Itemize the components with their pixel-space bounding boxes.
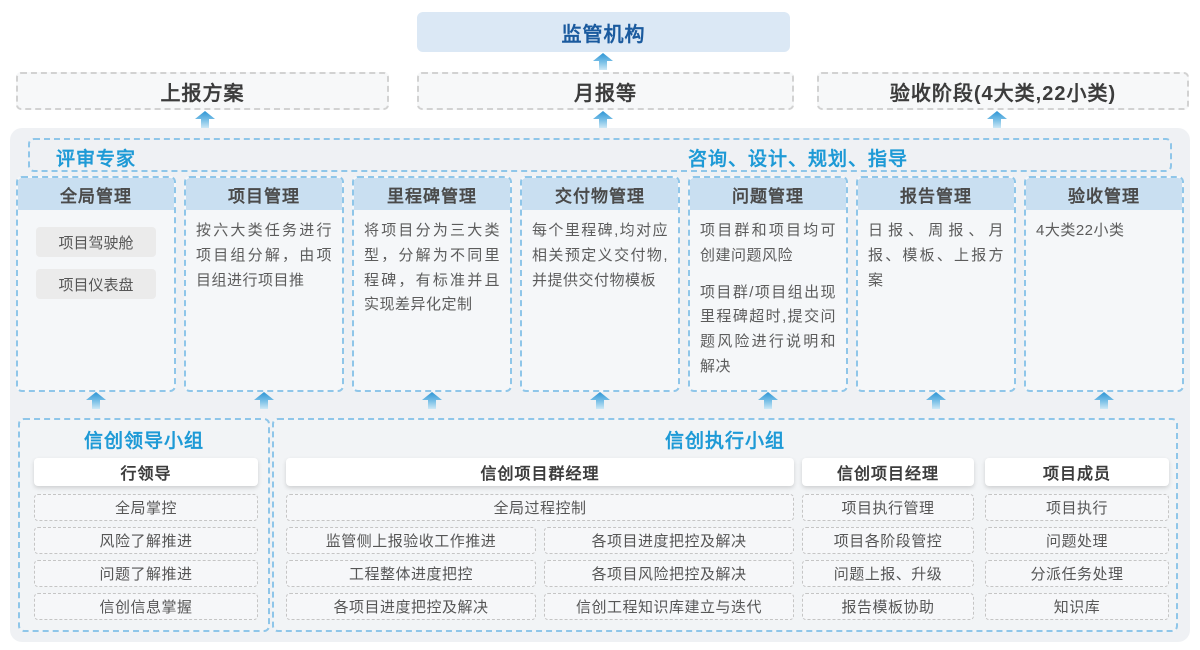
reviewer-experts-label: 评审专家 <box>56 149 137 170</box>
column-acceptance-management-text: 4大类22小类 <box>1036 222 1125 239</box>
flow-box-report-plan: 上报方案 <box>16 72 389 110</box>
consulting-label: 咨询、设计、规划、指导 <box>688 149 909 170</box>
up-arrow-col-7 <box>1094 392 1114 409</box>
up-arrow-to-regulator <box>593 53 613 70</box>
column-issue-management: 问题管理 项目群和项目均可创建问题风险 项目群/项目组出现里程碑超时,提交问题风… <box>688 176 848 392</box>
task-item: 监管侧上报验收工作推进 <box>286 527 536 554</box>
up-arrow-col-6 <box>926 392 946 409</box>
task-item: 各项目风险把控及解决 <box>544 560 794 587</box>
column-report-management: 报告管理 日报、周报、月报、模板、上报方案 <box>856 176 1016 392</box>
flow-box-monthly-report-label: 月报等 <box>574 82 637 105</box>
leader-group-title: 信创领导小组 <box>83 431 204 452</box>
task-item: 项目各阶段管控 <box>802 527 974 554</box>
column-project-management-text: 按六大类任务进行项目组分解，由项目组进行项目推 <box>196 222 332 289</box>
pill-project-dashboard: 项目仪表盘 <box>36 269 156 299</box>
column-project-management-body: 按六大类任务进行项目组分解，由项目组进行项目推 <box>186 210 342 314</box>
column-acceptance-management: 验收管理 4大类22小类 <box>1024 176 1184 392</box>
column-global-management: 全局管理 项目驾驶舱 项目仪表盘 <box>16 176 176 392</box>
column-project-management-title: 项目管理 <box>186 178 342 210</box>
column-report-management-title: 报告管理 <box>858 178 1014 210</box>
column-deliverable-management-title: 交付物管理 <box>522 178 678 210</box>
advisor-strip: 评审专家 咨询、设计、规划、指导 <box>28 138 1172 172</box>
execution-group-box: 信创执行小组 信创项目群经理 全局过程控制 监管侧上报验收工作推进 工程整体进度… <box>272 418 1178 632</box>
column-milestone-management-title: 里程碑管理 <box>354 178 510 210</box>
column-global-management-title: 全局管理 <box>18 178 174 210</box>
task-item: 各项目进度把控及解决 <box>286 593 536 620</box>
task-item: 各项目进度把控及解决 <box>544 527 794 554</box>
up-arrow-col-3 <box>422 392 442 409</box>
column-milestone-management: 里程碑管理 将项目分为三大类型，分解为不同里程碑，有标准并且实现差异化定制 <box>352 176 512 392</box>
column-report-management-text: 日报、周报、月报、模板、上报方案 <box>868 222 1004 289</box>
up-arrow-col-2 <box>254 392 274 409</box>
column-project-management: 项目管理 按六大类任务进行项目组分解，由项目组进行项目推 <box>184 176 344 392</box>
flow-box-monthly-report: 月报等 <box>417 72 794 110</box>
column-issue-management-text-2: 项目群/项目组出现里程碑超时,提交问题风险进行说明和解决 <box>700 283 836 375</box>
column-issue-management-body: 项目群和项目均可创建问题风险 项目群/项目组出现里程碑超时,提交问题风险进行说明… <box>690 210 846 390</box>
task-item: 问题处理 <box>985 527 1169 554</box>
role-pill-member: 项目成员 <box>985 458 1169 486</box>
up-arrow-to-report-plan <box>195 111 215 128</box>
task-item: 信创信息掌握 <box>34 593 258 620</box>
task-item: 项目执行管理 <box>802 494 974 521</box>
flow-box-acceptance-stage-label: 验收阶段(4大类,22小类) <box>889 82 1117 105</box>
flow-box-acceptance-stage: 验收阶段(4大类,22小类) <box>817 72 1189 110</box>
task-item: 信创工程知识库建立与迭代 <box>544 593 794 620</box>
up-arrow-to-monthly-report <box>593 111 613 128</box>
column-milestone-management-text: 将项目分为三大类型，分解为不同里程碑，有标准并且实现差异化定制 <box>364 222 500 314</box>
column-deliverable-management-body: 每个里程碑,均对应相关预定义交付物,并提供交付物模板 <box>522 210 678 314</box>
management-columns: 全局管理 项目驾驶舱 项目仪表盘 项目管理 按六大类任务进行项目组分解，由项目组… <box>16 176 1184 392</box>
column-report-management-body: 日报、周报、月报、模板、上报方案 <box>858 210 1014 314</box>
pill-project-cockpit: 项目驾驶舱 <box>36 227 156 257</box>
task-item: 风险了解推进 <box>34 527 258 554</box>
task-item: 全局过程控制 <box>286 494 794 521</box>
task-item: 问题上报、升级 <box>802 560 974 587</box>
role-pill-program-manager: 信创项目群经理 <box>286 458 794 486</box>
task-item: 知识库 <box>985 593 1169 620</box>
regulator-label: 监管机构 <box>561 23 646 46</box>
column-issue-management-title: 问题管理 <box>690 178 846 210</box>
column-issue-management-text-1: 项目群和项目均可创建问题风险 <box>700 222 836 264</box>
column-acceptance-management-title: 验收管理 <box>1026 178 1182 210</box>
leader-group-box: 信创领导小组 行领导 全局掌控 风险了解推进 问题了解推进 信创信息掌握 <box>18 418 270 632</box>
role-pill-bank-leader: 行领导 <box>34 458 258 486</box>
task-item: 工程整体进度把控 <box>286 560 536 587</box>
column-global-management-body: 项目驾驶舱 项目仪表盘 <box>18 210 174 320</box>
platform-container: 评审专家 咨询、设计、规划、指导 全局管理 项目驾驶舱 项目仪表盘 项目管理 按… <box>10 128 1190 642</box>
task-item: 分派任务处理 <box>985 560 1169 587</box>
up-arrow-to-acceptance-stage <box>987 111 1007 128</box>
task-item: 项目执行 <box>985 494 1169 521</box>
execution-group-title: 信创执行小组 <box>664 431 785 452</box>
up-arrow-col-1 <box>86 392 106 409</box>
column-milestone-management-body: 将项目分为三大类型，分解为不同里程碑，有标准并且实现差异化定制 <box>354 210 510 339</box>
regulator-box: 监管机构 <box>417 12 790 52</box>
task-item: 问题了解推进 <box>34 560 258 587</box>
column-acceptance-management-body: 4大类22小类 <box>1026 210 1182 265</box>
up-arrow-col-4 <box>590 392 610 409</box>
column-deliverable-management-text: 每个里程碑,均对应相关预定义交付物,并提供交付物模板 <box>532 222 668 289</box>
flow-box-report-plan-label: 上报方案 <box>160 82 245 105</box>
task-item: 全局掌控 <box>34 494 258 521</box>
column-deliverable-management: 交付物管理 每个里程碑,均对应相关预定义交付物,并提供交付物模板 <box>520 176 680 392</box>
role-pill-project-manager: 信创项目经理 <box>802 458 974 486</box>
task-item: 报告模板协助 <box>802 593 974 620</box>
up-arrow-col-5 <box>758 392 778 409</box>
